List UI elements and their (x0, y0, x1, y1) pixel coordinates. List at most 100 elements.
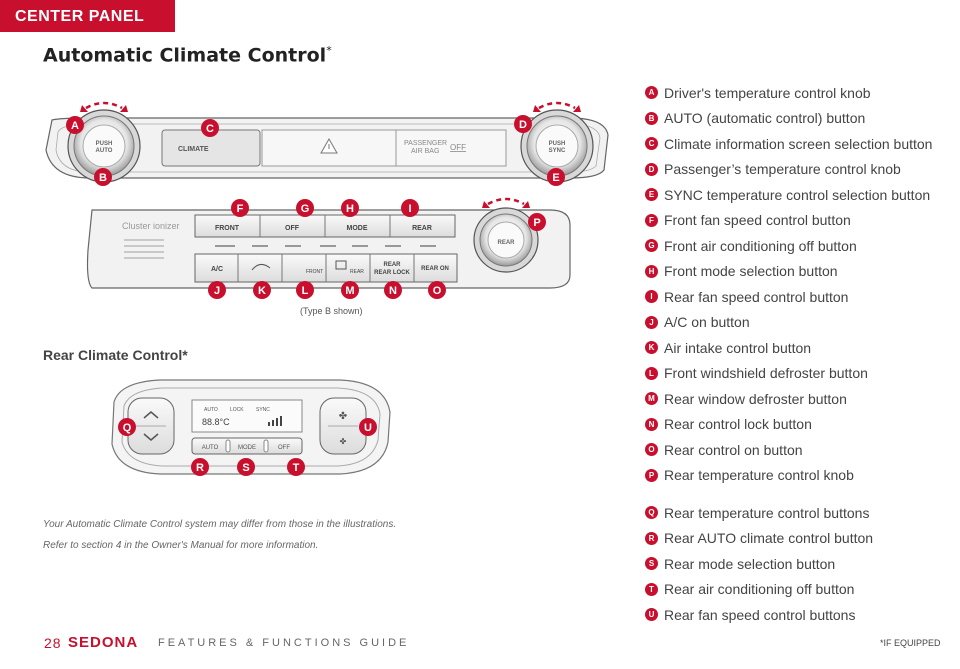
svg-text:G: G (301, 203, 310, 215)
legend-badge: E (645, 188, 658, 202)
right-knob-line2: SYNC (549, 148, 566, 154)
legend-badge: T (645, 582, 658, 596)
front-ac-off-label: OFF (285, 225, 300, 232)
svg-text:E: E (552, 172, 559, 184)
svg-text:O: O (433, 285, 442, 297)
svg-text:✤: ✤ (340, 437, 347, 446)
front-defrost-label: FRONT (306, 269, 323, 275)
svg-text:F: F (237, 203, 244, 215)
svg-text:S: S (242, 462, 249, 474)
legend-badge: K (645, 341, 658, 355)
svg-text:D: D (519, 119, 527, 131)
svg-text:N: N (389, 285, 397, 297)
airbag-label-line2: AIR BAG (411, 148, 439, 155)
svg-text:P: P (533, 217, 540, 229)
legend-badge: Q (645, 506, 658, 520)
legend-badge: G (645, 239, 658, 253)
rear-panel-diagram: ✤ ✤ AUTO LOCK SYNC 88.8°C AUTO MODE OFF … (111, 379, 391, 476)
rear-defrost-label: REAR (350, 269, 364, 275)
legend-badge: O (645, 443, 658, 457)
footer-model: SEDONA (68, 634, 139, 651)
note-manual-reference: Refer to section 4 in the Owner's Manual… (43, 540, 319, 551)
right-knob-line1: PUSH (549, 141, 566, 147)
svg-text:I: I (408, 203, 411, 215)
legend-badge: C (645, 137, 658, 151)
front-mode-label: MODE (347, 225, 368, 232)
legend-badge: B (645, 111, 658, 125)
section-tab: CENTER PANEL (0, 0, 175, 32)
page-title: Automatic Climate Control* (43, 44, 332, 67)
legend-badge: I (645, 290, 658, 304)
legend-badge: F (645, 213, 658, 227)
cluster-ionizer-label: Cluster ionizer (122, 221, 180, 231)
airbag-status: OFF (450, 143, 466, 152)
note-variation: Your Automatic Climate Control system ma… (43, 519, 397, 530)
ac-on-label: A/C (211, 266, 223, 273)
climate-button-label: CLIMATE (178, 146, 209, 153)
front-fan-label: FRONT (215, 225, 240, 232)
rear-display-value: 88.8°C (202, 417, 230, 427)
legend-badge: L (645, 366, 658, 380)
svg-text:✤: ✤ (339, 411, 347, 422)
rear-knob-label: REAR (497, 240, 515, 246)
rear-lock-label: REAR LOCK (374, 270, 410, 276)
svg-text:Q: Q (123, 422, 132, 434)
svg-text:J: J (214, 285, 220, 297)
if-equipped-note: *IF EQUIPPED (880, 638, 941, 648)
legend-badge: P (645, 468, 658, 482)
rear-display-lock: LOCK (230, 407, 244, 413)
legend-badge: H (645, 264, 658, 278)
footer-guide: FEATURES & FUNCTIONS GUIDE (158, 637, 410, 649)
svg-text:M: M (345, 285, 354, 297)
svg-text:U: U (364, 422, 372, 434)
legend-badge: N (645, 417, 658, 431)
legend-badge: R (645, 531, 658, 545)
rear-climate-title: Rear Climate Control* (43, 347, 188, 363)
rear-auto-label: AUTO (202, 445, 219, 451)
rear-display-sync: SYNC (256, 407, 270, 413)
rear-on-label: REAR ON (421, 266, 449, 272)
left-knob-line2: AUTO (96, 148, 113, 154)
rear-mode-label: MODE (238, 445, 256, 451)
type-note: (Type B shown) (300, 306, 363, 316)
airbag-label-line1: PASSENGER (404, 140, 447, 147)
legend-badge: A (645, 86, 658, 100)
rear-off-label: OFF (278, 445, 290, 451)
front-panel-diagram: CLIMATE PASSENGER AIR BAG OFF PUSH AUTO … (45, 101, 609, 299)
svg-text:H: H (346, 203, 354, 215)
legend-badge: U (645, 608, 658, 622)
legend-badge: J (645, 315, 658, 329)
svg-text:A: A (71, 120, 79, 132)
legend-badge: D (645, 162, 658, 176)
rear-display-auto: AUTO (204, 407, 218, 413)
svg-text:T: T (293, 462, 300, 474)
svg-text:L: L (302, 285, 309, 297)
page-number: 28 (44, 635, 62, 651)
rear-fan-label: REAR (412, 225, 432, 232)
legend-badge: M (645, 392, 658, 406)
left-knob-line1: PUSH (96, 141, 113, 147)
svg-text:R: R (196, 462, 204, 474)
svg-text:REAR: REAR (383, 262, 401, 268)
legend-badge: S (645, 557, 658, 571)
